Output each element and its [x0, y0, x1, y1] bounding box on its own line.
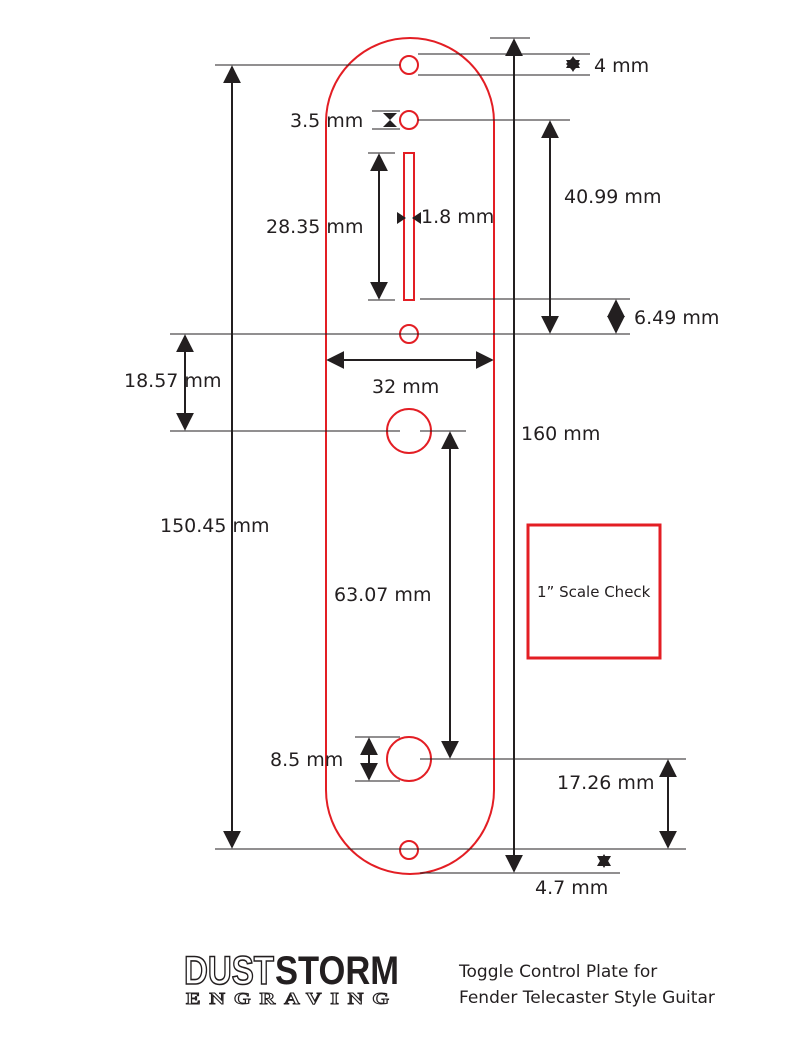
dim-28-35mm: 28.35 mm: [266, 216, 363, 238]
small-dim-markers: [383, 56, 611, 868]
dim-3-5mm: 3.5 mm: [290, 110, 363, 132]
dim-1-8mm: 1.8 mm: [421, 206, 494, 228]
title-line-2: Fender Telecaster Style Guitar: [459, 988, 715, 1008]
title-line-1: Toggle Control Plate for: [458, 962, 657, 982]
dim-17-26mm: 17.26 mm: [557, 772, 654, 794]
dim-4mm: 4 mm: [594, 55, 649, 77]
dim-63-07mm: 63.07 mm: [334, 584, 431, 606]
scale-check-label: 1” Scale Check: [537, 583, 651, 601]
dim-150-45mm: 150.45 mm: [160, 515, 270, 537]
dim-8-5mm: 8.5 mm: [270, 749, 343, 771]
logo: DUST STORM ENGRAVING: [183, 948, 399, 1008]
top-mount-hole: [399, 55, 419, 75]
dim-40-99mm: 40.99 mm: [564, 186, 661, 208]
logo-engraving: ENGRAVING: [186, 989, 398, 1008]
bottom-mount-hole: [399, 840, 419, 860]
dim-32mm: 32 mm: [372, 376, 439, 398]
dim-18-57mm: 18.57 mm: [124, 370, 221, 392]
dimension-arrows: [176, 38, 677, 873]
upper-small-hole: [399, 110, 419, 130]
toggle-slot: [403, 152, 415, 301]
logo-storm: STORM: [275, 949, 399, 993]
dim-6-49mm: 6.49 mm: [634, 307, 719, 329]
plate-outline: [325, 37, 495, 875]
dim-160mm: 160 mm: [521, 423, 600, 445]
dim-4-7mm: 4.7 mm: [535, 877, 608, 899]
scale-check-box: [526, 523, 662, 660]
extension-lines: [170, 37, 686, 874]
logo-dust: DUST: [184, 949, 274, 993]
